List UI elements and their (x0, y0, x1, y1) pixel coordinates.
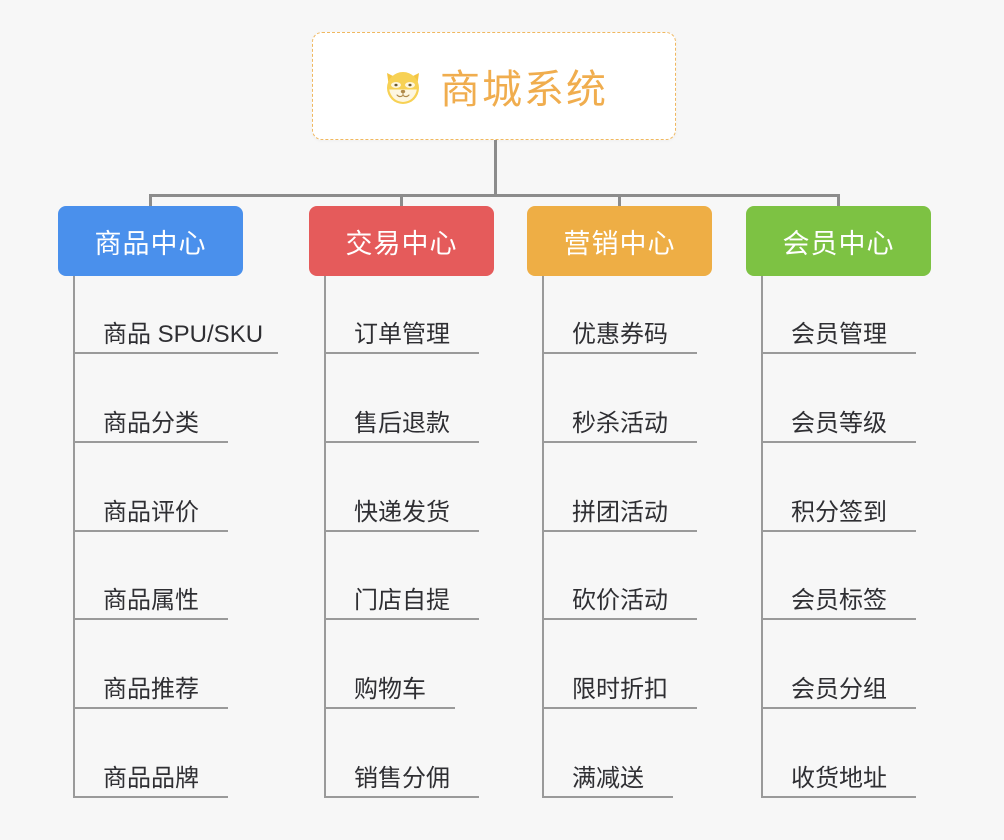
branch-drop-line-3 (618, 194, 621, 206)
leaf-item[interactable]: 秒杀活动 (542, 409, 697, 443)
shiba-dog-icon (380, 63, 426, 109)
leaf-item-label: 会员管理 (791, 321, 887, 348)
category-box-3[interactable]: 营销中心 (527, 206, 712, 276)
leaf-item-label: 积分签到 (791, 498, 887, 526)
leaf-item-label: 商品属性 (103, 587, 199, 615)
leaf-item[interactable]: 会员等级 (761, 409, 916, 443)
root-node[interactable]: 商城系统 (312, 32, 676, 140)
leaf-item[interactable]: 快递发货 (324, 498, 479, 532)
leaf-item-label: 售后退款 (354, 409, 450, 437)
leaf-item[interactable]: 拼团活动 (542, 498, 697, 532)
leaf-item-label: 会员分组 (791, 676, 887, 704)
leaf-item-label: 购物车 (354, 676, 426, 704)
leaf-item[interactable]: 积分签到 (761, 498, 916, 532)
leaf-item-label: 门店自提 (354, 587, 450, 615)
leaf-item[interactable]: 收货地址 (761, 764, 916, 798)
leaf-item-label: 会员等级 (791, 409, 887, 437)
leaf-item[interactable]: 满减送 (542, 764, 673, 798)
category-label: 会员中心 (782, 228, 895, 259)
leaf-item-label: 快递发货 (354, 498, 450, 526)
leaf-item[interactable]: 会员标签 (761, 586, 916, 621)
category-trunk-line-3 (542, 276, 544, 798)
category-trunk-line-1 (73, 276, 75, 798)
leaf-item[interactable]: 售后退款 (324, 409, 479, 443)
leaf-item[interactable]: 销售分佣 (324, 764, 479, 798)
leaf-item[interactable]: 商品 SPU/SKU (73, 320, 278, 354)
category-trunk-line-2 (324, 276, 326, 798)
leaf-item[interactable]: 商品评价 (73, 498, 228, 532)
leaf-item-label: 优惠券码 (572, 321, 668, 348)
category-box-4[interactable]: 会员中心 (746, 206, 931, 276)
leaf-item-label: 会员标签 (791, 587, 887, 615)
leaf-item-label: 商品分类 (103, 409, 199, 437)
leaf-item-label: 销售分佣 (354, 765, 450, 792)
leaf-item-label: 砍价活动 (572, 587, 668, 615)
root-title: 商城系统 (440, 68, 608, 112)
branch-bus-line (150, 194, 840, 197)
leaf-item[interactable]: 限时折扣 (542, 675, 697, 710)
branch-drop-line-4 (837, 194, 840, 206)
branch-drop-line-1 (149, 194, 152, 206)
leaf-item-label: 秒杀活动 (572, 409, 668, 437)
root-stem-line (494, 140, 497, 196)
leaf-item[interactable]: 优惠券码 (542, 320, 697, 354)
leaf-item[interactable]: 商品品牌 (73, 764, 228, 798)
leaf-item[interactable]: 砍价活动 (542, 586, 697, 621)
leaf-item[interactable]: 会员分组 (761, 675, 916, 710)
category-box-1[interactable]: 商品中心 (58, 206, 243, 276)
leaf-item-label: 限时折扣 (572, 676, 668, 704)
leaf-item-label: 满减送 (572, 765, 644, 792)
leaf-item-label: 商品评价 (103, 498, 199, 526)
leaf-item-label: 商品推荐 (103, 676, 199, 704)
category-trunk-line-4 (761, 276, 763, 798)
leaf-item[interactable]: 购物车 (324, 675, 455, 710)
branch-drop-line-2 (400, 194, 403, 206)
leaf-item-label: 商品品牌 (103, 765, 199, 792)
category-box-2[interactable]: 交易中心 (309, 206, 494, 276)
leaf-item[interactable]: 商品分类 (73, 409, 228, 443)
category-label: 商品中心 (94, 228, 207, 259)
leaf-item[interactable]: 订单管理 (324, 320, 479, 354)
leaf-item[interactable]: 商品推荐 (73, 675, 228, 710)
category-label: 营销中心 (563, 228, 676, 259)
leaf-item-label: 收货地址 (791, 765, 887, 792)
category-label: 交易中心 (345, 228, 458, 259)
leaf-item-label: 订单管理 (354, 321, 450, 348)
leaf-item[interactable]: 商品属性 (73, 586, 228, 621)
leaf-item-label: 商品 SPU/SKU (103, 321, 264, 348)
leaf-item[interactable]: 门店自提 (324, 586, 479, 621)
leaf-item[interactable]: 会员管理 (761, 320, 916, 354)
leaf-item-label: 拼团活动 (572, 498, 668, 526)
